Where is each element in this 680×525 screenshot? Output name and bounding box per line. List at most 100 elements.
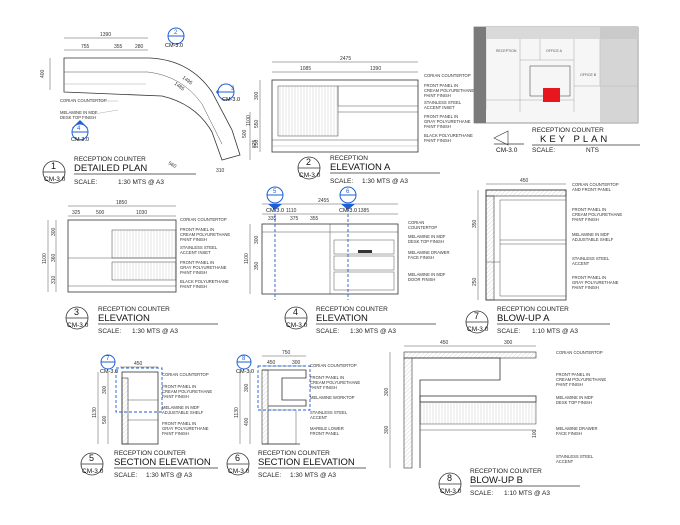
key-label: RECEPTION: [496, 49, 517, 53]
view-blowup-a: 450 350 250 CORIAN COUNTERTOP AND FRONT …: [472, 178, 622, 301]
view-subtitle: RECEPTION COUNTER: [470, 468, 542, 475]
dim: 350: [472, 219, 478, 228]
view-subtitle: RECEPTION COUNTER: [497, 306, 569, 313]
dim: 350: [254, 261, 260, 270]
dim: 1100: [246, 115, 252, 126]
key-label: OFFICE A: [546, 49, 563, 53]
note: DESK TOP FINISH: [60, 115, 96, 120]
note: PAINT FINISH: [424, 124, 451, 129]
dim: 1100: [42, 253, 48, 264]
note: PAINT FINISH: [162, 394, 189, 399]
view-ref: CM-3.0: [496, 147, 518, 154]
dim: 310: [216, 168, 225, 174]
note: PAINT FINISH: [180, 237, 207, 242]
callout-6[interactable]: 6 CM-3.0: [339, 186, 357, 214]
note: DESK TOP FINISH: [556, 400, 592, 405]
view-number: 5: [89, 453, 94, 463]
view-title: DETAILED PLAN: [74, 163, 147, 174]
dim: 1030: [136, 210, 147, 216]
callout-7[interactable]: 7 CM-3.0: [100, 354, 118, 375]
dim: 825: [252, 139, 258, 148]
scale-label: SCALE:: [497, 328, 520, 335]
note: FRONT PANEL IN: [424, 83, 458, 88]
dim: 300: [504, 340, 513, 346]
dim: 335: [268, 216, 277, 222]
callout-ref: CM-3.0: [236, 369, 254, 375]
note: ACCENT: [556, 459, 574, 464]
callout-ref: CM-3.0: [100, 369, 118, 375]
dim: 280: [135, 44, 144, 50]
dim: 250: [472, 277, 478, 286]
callout-8[interactable]: 8 CM-3.0: [236, 354, 254, 375]
note: CORIAN COUNTERTOP: [162, 372, 209, 377]
view-subtitle: RECEPTION COUNTER: [532, 127, 604, 134]
dim: 2455: [318, 198, 329, 204]
note: CREAM POLYURETHANE: [572, 212, 622, 217]
note: ADJUSTABLE SHELF: [162, 410, 204, 415]
view-section-6: 750 450 300 1130 300 400 CORIAN COUNTERT…: [234, 350, 360, 445]
view-title: BLOW-UP A: [497, 313, 550, 324]
title-block-5: 5 CM-3.0 RECEPTION COUNTER SECTION ELEVA…: [80, 450, 218, 479]
dim: 300: [384, 425, 390, 434]
note: FRONT PANEL: [310, 431, 340, 436]
view-title: ELEVATION A: [330, 162, 391, 173]
note: FRONT PANEL IN: [180, 260, 214, 265]
note: MELAMINE IN MDF: [408, 272, 446, 277]
note: MELAMINE DRAWER: [556, 426, 598, 431]
view-number: 1: [51, 161, 56, 171]
title-block-8: 8 CM-3.0 RECEPTION COUNTER BLOW-UP B SCA…: [438, 468, 580, 497]
view-title: KEY PLAN: [540, 134, 610, 145]
view-number: 3: [74, 307, 79, 317]
scale-label: SCALE:: [114, 472, 137, 479]
dim: 375: [290, 216, 299, 222]
dim: 560: [167, 161, 177, 170]
view-number: 8: [447, 473, 452, 483]
note: ACCENT INSET: [180, 250, 211, 255]
note: CREAM POLYURETHANE: [162, 389, 212, 394]
title-block-3: 3 CM-3.0 RECEPTION COUNTER ELEVATION SCA…: [65, 306, 218, 335]
callout-5[interactable]: 5 CM-3.0: [266, 186, 284, 214]
callout-2[interactable]: 2 CM-3.0: [165, 27, 185, 49]
dim: 500: [96, 210, 105, 216]
note: BLACK POLYURETHANE: [424, 133, 473, 138]
note: ACCENT: [310, 415, 328, 420]
callout-number: 4: [77, 126, 81, 132]
note: FRONT PANEL IN: [162, 384, 196, 389]
note: GRAY POLYURETHANE: [162, 426, 209, 431]
scale-value: 1:30 MTS @ A3: [350, 328, 396, 335]
view-subtitle: RECEPTION COUNTER: [98, 306, 170, 313]
notes-elevation-4: CORIAN COUNTERTOP MELAMINE IN MDF DESK T…: [408, 220, 450, 282]
scale-label: SCALE:: [470, 490, 493, 497]
note: FACE FINISH: [408, 255, 434, 260]
dim: 300: [292, 360, 301, 366]
view-subtitle: RECEPTION COUNTER: [316, 306, 388, 313]
callout-3[interactable]: 3 CM-3.0: [216, 83, 240, 103]
scale-label: SCALE:: [532, 147, 555, 154]
view-key-plan: RECEPTION OFFICE A OFFICE B: [473, 26, 639, 124]
dim: 450: [134, 361, 143, 367]
note: CREAM POLYURETHANE: [556, 377, 606, 382]
callout-ref: CM-3.0: [339, 208, 357, 214]
callout-number: 3: [231, 86, 235, 92]
dim: 755: [81, 44, 90, 50]
note: CORIAN COUNTERTOP: [424, 73, 471, 78]
note: ADJUSTABLE SHELF: [572, 237, 614, 242]
scale-label: SCALE:: [316, 328, 339, 335]
dim: 1100: [244, 253, 250, 264]
callout-number: 2: [174, 30, 178, 36]
note: FACE FINISH: [556, 431, 582, 436]
note: ACCENT INSET: [424, 105, 455, 110]
view-subtitle: RECEPTION COUNTER: [74, 156, 146, 163]
note: GRAY POLYURETHANE: [572, 280, 619, 285]
dim: 300: [384, 387, 390, 396]
view-number: 6: [235, 453, 240, 463]
view-ref: CM-3.0: [67, 322, 89, 329]
scale-value: 1:30 MTS @ A3: [290, 472, 336, 479]
view-title: ELEVATION: [316, 313, 368, 324]
dim: 1110: [286, 208, 297, 214]
callout-4[interactable]: 4 CM-3.0: [71, 120, 89, 143]
dim: 400: [40, 69, 46, 78]
callout-number: 6: [346, 189, 350, 195]
notes-section-6: CORIAN COUNTERTOP FRONT PANEL IN CREAM P…: [310, 363, 360, 436]
